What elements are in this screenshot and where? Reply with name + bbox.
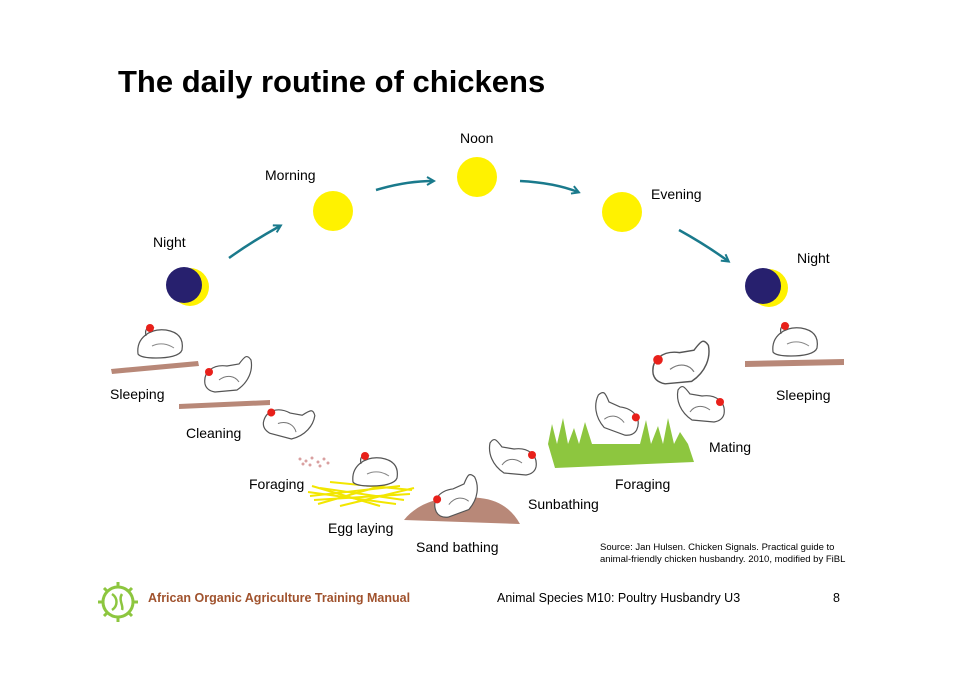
source-line-1: Source: Jan Hulsen. Chicken Signals. Pra…: [600, 542, 835, 553]
arrow-icon: [228, 226, 280, 260]
sun-icon: [602, 192, 642, 232]
label-evening: Evening: [651, 186, 702, 202]
footer-manual: African Organic Agriculture Training Man…: [148, 591, 411, 605]
sun-icon: [457, 157, 497, 197]
label-morning: Morning: [265, 167, 316, 183]
grass-patch: [548, 418, 694, 468]
logo-icon: [98, 582, 138, 622]
chicken-icon: [488, 438, 537, 476]
arrow-icon: [678, 228, 728, 261]
label-foraging-left: Foraging: [249, 476, 305, 492]
label-night-right: Night: [797, 250, 830, 266]
perch-icon: [179, 400, 270, 409]
chicken-icon: [204, 355, 253, 393]
sun-icon: [313, 191, 353, 231]
label-foraging-right: Foraging: [615, 476, 671, 492]
footer-module: Animal Species M10: Poultry Husbandry U3: [497, 591, 741, 605]
label-sleeping-right: Sleeping: [776, 387, 831, 403]
perch-icon: [745, 359, 844, 367]
perch-icon: [111, 361, 199, 374]
label-sunbathing: Sunbathing: [528, 496, 599, 512]
moon-icon: [745, 268, 788, 307]
label-night-left: Night: [153, 234, 186, 250]
label-mating: Mating: [709, 439, 752, 455]
arrow-icon: [375, 181, 433, 192]
label-cleaning: Cleaning: [186, 425, 242, 441]
label-noon: Noon: [460, 130, 494, 146]
chicken-icon: [676, 385, 725, 423]
page-number: 8: [833, 591, 840, 605]
source-note: Source: Jan Hulsen. Chicken Signals. Pra…: [600, 542, 845, 566]
page-title: The daily routine of chickens: [118, 64, 546, 99]
arrow-icon: [519, 179, 578, 192]
chicken-icon: [652, 340, 710, 385]
label-sand-bathing: Sand bathing: [416, 539, 499, 555]
label-egg-laying: Egg laying: [328, 520, 394, 536]
chicken-icon: [772, 321, 818, 357]
feed-crumbs: [298, 456, 330, 468]
straw-nest: [307, 481, 415, 507]
label-sleeping-left: Sleeping: [110, 386, 165, 402]
chicken-icon: [137, 323, 183, 359]
source-line-2: animal-friendly chicken husbandry. 2010,…: [600, 554, 846, 565]
chicken-icon: [352, 451, 398, 487]
moon-icon: [166, 267, 209, 306]
chicken-icon: [589, 390, 645, 439]
